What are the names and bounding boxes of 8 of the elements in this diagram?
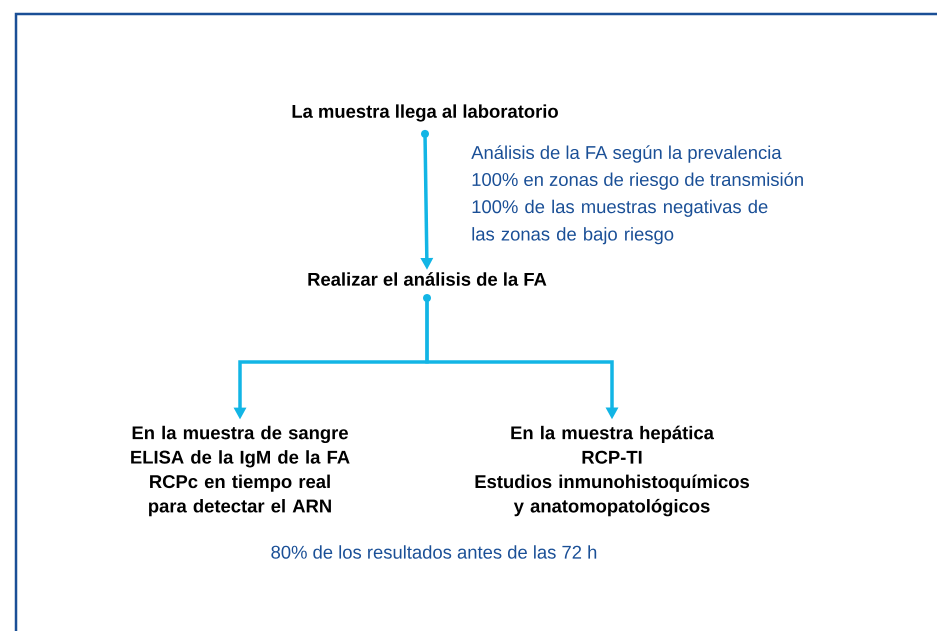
step-text: En la muestra de sangre ELISA de la IgM de la FA RCPc en tiempo real para detectar el ARN xyxy=(131,426,350,516)
step-text: Realizar el análisis de la FA xyxy=(308,272,546,286)
note-text: 100% de las muestras negativas de las zonas de bajo riesgo xyxy=(472,200,768,244)
note-text: 100% en zonas de riesgo de transmisión xyxy=(472,172,803,190)
note-text: 80% de los resultados antes de las 72 h xyxy=(271,545,596,559)
note-text: Análisis de la FA según la prevalencia xyxy=(471,145,782,163)
step-text: La muestra llega al laboratorio xyxy=(292,104,558,122)
step-text: En la muestra hepática RCP-TI Estudios inmunohistoquímicos y anatomopatológicos xyxy=(476,426,749,516)
